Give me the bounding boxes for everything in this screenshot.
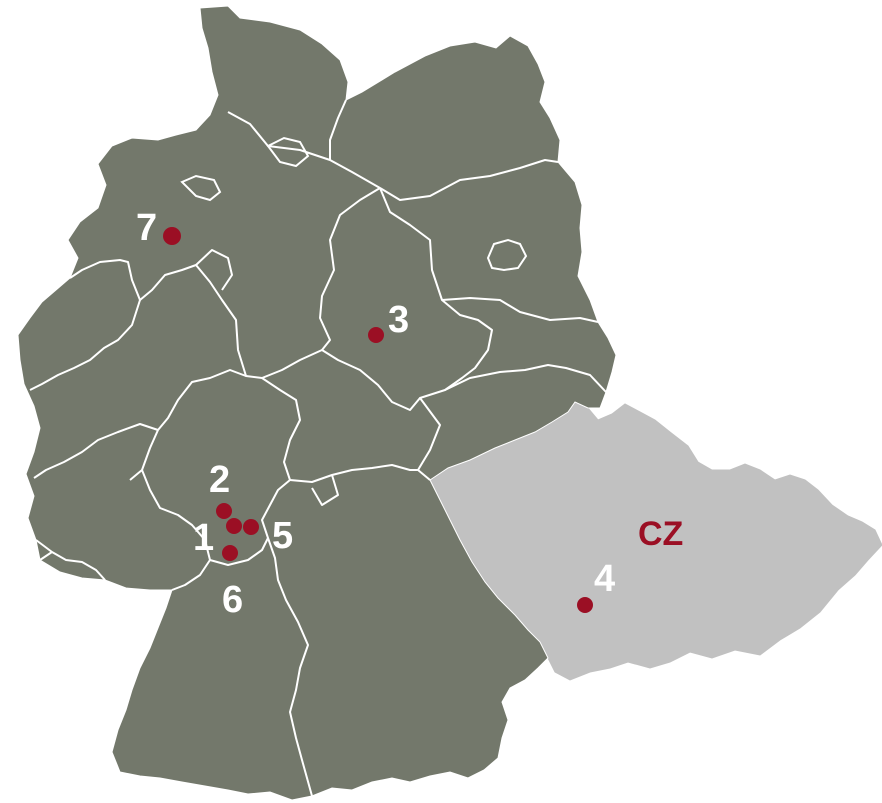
marker-dot-1[interactable]	[226, 518, 242, 534]
marker-dot-3[interactable]	[368, 327, 384, 343]
country-label-cz: CZ	[638, 515, 683, 553]
marker-label-2: 2	[209, 459, 230, 501]
germany-shape	[17, 5, 617, 801]
marker-label-7: 7	[136, 207, 157, 249]
marker-dot-2[interactable]	[216, 503, 232, 519]
marker-label-3: 3	[388, 299, 409, 341]
state-borders	[29, 99, 607, 797]
marker-dot-5[interactable]	[243, 519, 259, 535]
marker-label-6: 6	[222, 579, 243, 621]
marker-dot-7[interactable]	[163, 227, 181, 245]
marker-dot-4[interactable]	[577, 597, 593, 613]
bremen-outline	[180, 174, 222, 202]
marker-label-4: 4	[594, 558, 615, 600]
marker-label-1: 1	[193, 517, 214, 559]
markers	[163, 227, 593, 613]
berlin-outline	[486, 238, 528, 272]
hamburg-outline	[266, 136, 310, 168]
marker-labels: 1 2 3 4 5 6 7 CZ	[136, 207, 683, 621]
marker-label-5: 5	[272, 515, 293, 557]
marker-dot-6[interactable]	[222, 545, 238, 561]
